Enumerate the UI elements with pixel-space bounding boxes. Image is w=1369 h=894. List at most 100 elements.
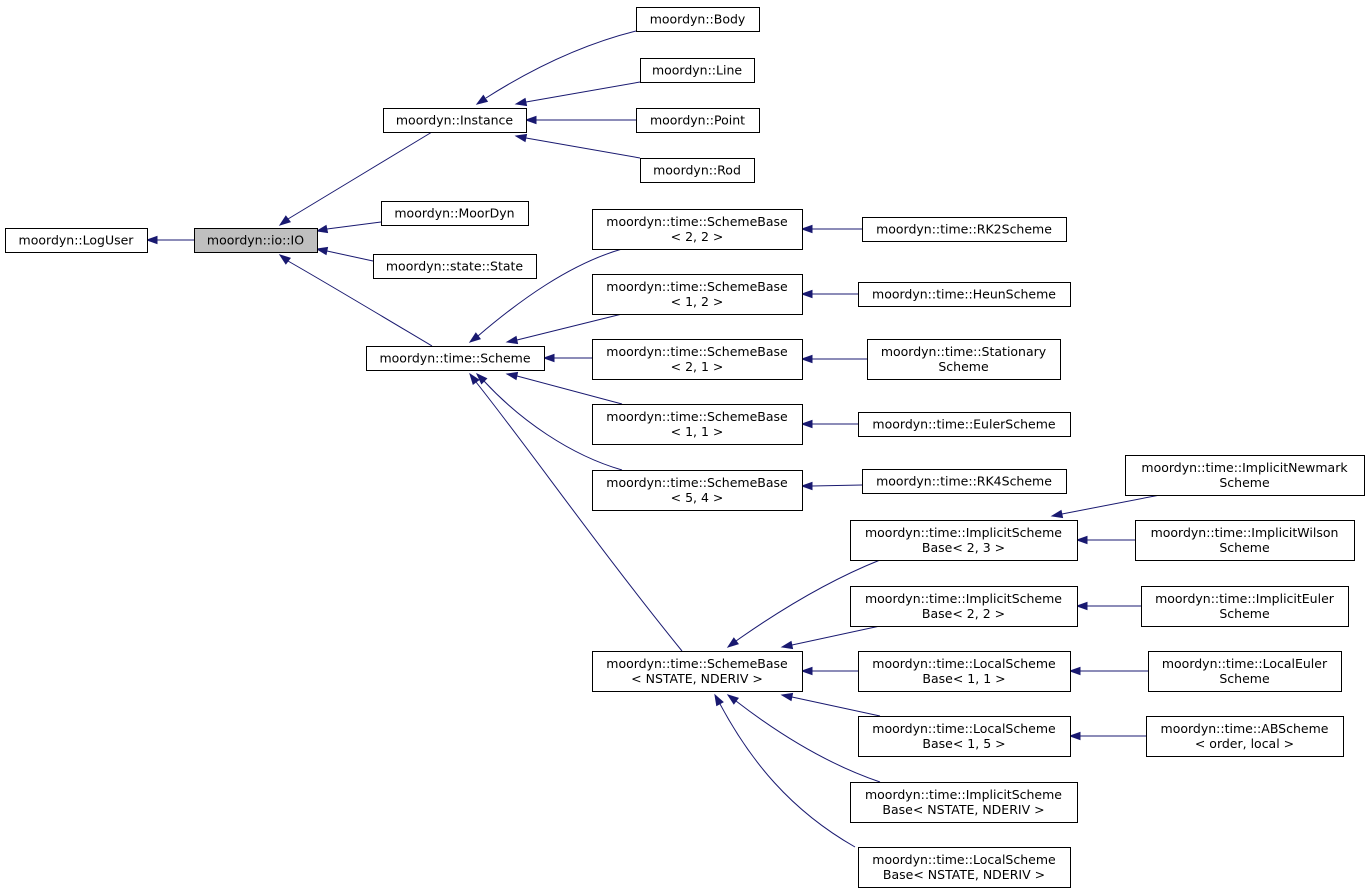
inheritance-arrow-icon (278, 254, 291, 265)
edge-scheme-to-io (278, 254, 433, 347)
edge-io-to-loguser (145, 235, 194, 245)
class-node-box (592, 209, 803, 250)
class-node-label: Base< 2, 2 > (922, 606, 1005, 621)
class-node-label: moordyn::time::RK4Scheme (876, 474, 1052, 489)
class-node-instance[interactable]: moordyn::Instance (383, 108, 527, 133)
edge-heun-to-sb12 (800, 289, 858, 299)
class-node-label: moordyn::Point (650, 113, 745, 128)
class-node-box (1146, 716, 1344, 757)
edge-instance-to-io (278, 131, 433, 226)
class-node-box (858, 282, 1071, 307)
class-node-label: < 2, 2 > (671, 229, 724, 244)
class-node-label: moordyn::Rod (653, 163, 741, 178)
edge-point-to-instance (524, 115, 636, 125)
class-node-label: Base< 1, 1 > (922, 671, 1005, 686)
class-node-sb21[interactable]: moordyn::time::SchemeBase< 2, 1 > (592, 339, 803, 380)
class-node-box (858, 412, 1071, 437)
class-node-rk2[interactable]: moordyn::time::RK2Scheme (862, 217, 1067, 242)
inheritance-arrow-icon (505, 335, 519, 345)
class-node-box (862, 469, 1067, 494)
class-node-loguser[interactable]: moordyn::LogUser (5, 228, 148, 253)
class-node-euler[interactable]: moordyn::time::EulerScheme (858, 412, 1071, 437)
class-node-label: moordyn::io::IO (207, 233, 304, 248)
inheritance-arrow-icon (514, 133, 528, 143)
inheritance-arrow-icon (542, 353, 555, 363)
class-node-state[interactable]: moordyn::state::State (373, 254, 537, 279)
class-node-label: moordyn::time::LocalScheme (872, 656, 1056, 671)
class-node-label: moordyn::time::SchemeBase (606, 475, 788, 490)
inheritance-arrow-icon (524, 115, 537, 125)
edge-sb22-to-scheme (468, 248, 623, 343)
class-node-scheme[interactable]: moordyn::time::Scheme (366, 346, 545, 371)
class-node-moordyn[interactable]: moordyn::MoorDyn (381, 201, 529, 226)
inheritance-arrow-icon (1050, 509, 1064, 519)
class-node-ab[interactable]: moordyn::time::ABScheme< order, local > (1146, 716, 1344, 757)
edge-lsb15-to-sbn (780, 692, 881, 717)
class-node-box (850, 586, 1078, 627)
class-node-label: moordyn::time::HeunScheme (872, 287, 1056, 302)
edge-line (525, 137, 641, 159)
inheritance-arrow-icon (1075, 535, 1088, 545)
class-node-sb12[interactable]: moordyn::time::SchemeBase< 1, 2 > (592, 274, 803, 315)
class-node-box (383, 108, 527, 133)
class-node-box (592, 651, 803, 692)
class-node-label: moordyn::MoorDyn (394, 206, 514, 221)
edge-line (287, 260, 433, 347)
inheritance-arrow-icon (475, 94, 489, 105)
class-node-sb54[interactable]: moordyn::time::SchemeBase< 5, 4 > (592, 470, 803, 511)
edge-isbn-to-sbn (726, 694, 881, 783)
edge-impeuler-to-isb22 (1075, 601, 1141, 611)
class-node-box (640, 58, 755, 83)
inheritance-arrow-icon (468, 332, 481, 343)
class-node-box (636, 108, 760, 133)
class-node-line[interactable]: moordyn::Line (640, 58, 755, 83)
class-node-label: moordyn::time::ImplicitScheme (865, 525, 1062, 540)
class-node-rk4[interactable]: moordyn::time::RK4Scheme (862, 469, 1067, 494)
edge-localeuler-to-lsb11 (1068, 666, 1148, 676)
class-node-label: moordyn::time::LocalScheme (872, 721, 1056, 736)
edge-sb12-to-scheme (505, 313, 623, 345)
class-node-box (194, 228, 318, 253)
class-node-point[interactable]: moordyn::Point (636, 108, 760, 133)
edge-line (791, 625, 881, 646)
class-node-box (858, 847, 1071, 888)
edge-moordyn-to-io (315, 221, 382, 234)
class-node-label: < 2, 1 > (671, 359, 724, 374)
edge-line (811, 484, 863, 487)
edge-line (516, 313, 623, 341)
edge-sbn-to-scheme (469, 372, 683, 652)
class-node-body[interactable]: moordyn::Body (636, 7, 760, 32)
inheritance-arrow-icon (800, 224, 813, 234)
edge-line (475, 381, 683, 652)
class-node-box (1125, 455, 1365, 496)
class-node-label: moordyn::time::ImplicitScheme (865, 591, 1062, 606)
class-node-box (381, 201, 529, 226)
class-node-sb22[interactable]: moordyn::time::SchemeBase< 2, 2 > (592, 209, 803, 250)
class-node-heun[interactable]: moordyn::time::HeunScheme (858, 282, 1071, 307)
edge-rk4-to-sb54 (800, 481, 863, 491)
class-node-label: moordyn::time::ABScheme (1161, 721, 1329, 736)
edge-line (735, 559, 881, 642)
class-node-sb11[interactable]: moordyn::time::SchemeBase< 1, 1 > (592, 404, 803, 445)
edge-line (485, 30, 637, 99)
class-node-rod[interactable]: moordyn::Rod (640, 158, 755, 183)
class-node-label: moordyn::time::ImplicitEuler (1155, 591, 1335, 606)
class-node-label: moordyn::time::SchemeBase (606, 344, 788, 359)
edge-ab-to-lsb15 (1068, 731, 1146, 741)
edge-wilson-to-isb23 (1075, 535, 1135, 545)
class-node-label: < NSTATE, NDERIV > (631, 671, 763, 686)
edge-rod-to-instance (514, 133, 641, 159)
class-node-sbn[interactable]: moordyn::time::SchemeBase< NSTATE, NDERI… (592, 651, 803, 692)
